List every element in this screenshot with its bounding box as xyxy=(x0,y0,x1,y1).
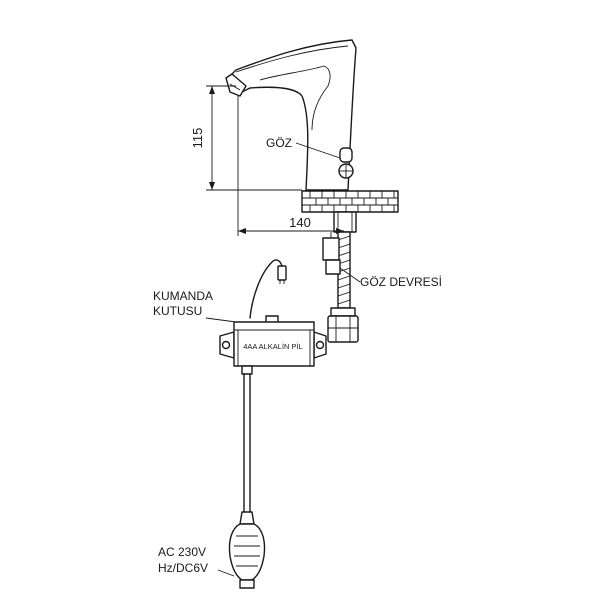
control-box-label-1: KUMANDA xyxy=(153,289,213,303)
dimension-width-line xyxy=(237,96,344,236)
countertop xyxy=(301,190,399,213)
dimension-height-line xyxy=(206,85,302,191)
power-leader-line xyxy=(217,569,235,577)
under-counter-assembly xyxy=(322,211,359,343)
power-cable xyxy=(241,365,253,513)
sensor-eye xyxy=(338,147,354,179)
battery-label: 4AA ALKALİN PİL xyxy=(243,342,303,351)
sensor-circuit-leader-line xyxy=(339,267,361,283)
dimension-height-label: 115 xyxy=(190,128,205,149)
sensor-label: GÖZ xyxy=(266,136,292,150)
faucet-body xyxy=(225,39,357,191)
power-adapter xyxy=(228,511,266,589)
dimension-width-label: 140 xyxy=(289,215,311,230)
power-label-2: Hz/DC6V xyxy=(158,561,208,575)
control-box-label-2: KUTUSU xyxy=(153,304,202,318)
sensor-leader-line xyxy=(295,142,341,159)
power-label-1: AC 230V xyxy=(158,545,206,559)
sensor-circuit-label: GÖZ DEVRESİ xyxy=(360,275,442,289)
control-box xyxy=(219,259,327,367)
control-box-leader-line xyxy=(205,317,237,323)
